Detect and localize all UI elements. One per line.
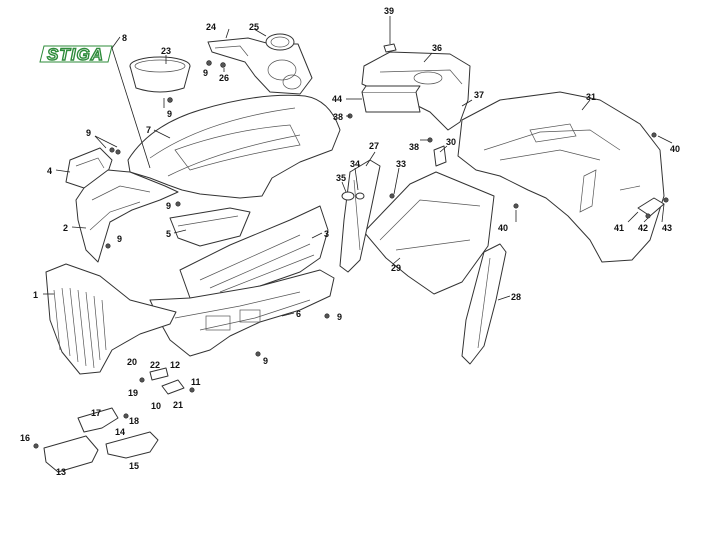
callout-4: 4 [47,166,52,176]
callout-18: 18 [129,416,139,426]
callout-33: 33 [396,159,406,169]
callout-14: 14 [115,427,125,437]
callout-34: 34 [350,159,360,169]
callout-12: 12 [170,360,180,370]
fastener-screws [33,60,669,449]
part-1-front-grille [45,263,177,375]
callout-21: 21 [173,400,183,410]
callout-labels: 1 2 3 4 5 6 7 8 9 9 9 9 9 9 9 10 11 12 1… [20,6,680,477]
callout-5: 5 [166,229,171,239]
callout-10: 10 [151,401,161,411]
callout-27: 27 [369,141,379,151]
callout-31: 31 [586,92,596,102]
callout-37: 37 [474,90,484,100]
part-31-rear-fender [457,91,665,263]
callout-3: 3 [324,229,329,239]
part-13-lower-cover [43,435,99,473]
callout-7: 7 [146,125,151,135]
part-15-bracket [105,431,159,459]
callout-26: 26 [219,73,229,83]
callout-9-b: 9 [167,109,172,119]
part-23-cup [129,56,191,93]
brand-logo: STIGA [39,44,113,65]
callout-29: 29 [391,263,401,273]
callout-9-a: 9 [86,128,91,138]
callout-17: 17 [91,408,101,418]
part-44-box [361,85,421,113]
callout-28: 28 [511,292,521,302]
part-34-grommet [355,192,365,200]
callout-9-d: 9 [166,201,171,211]
part-2-side-panel [75,169,179,263]
callout-30: 30 [446,137,456,147]
callout-38-b: 38 [409,142,419,152]
part-39-clip [383,43,397,53]
part-30-latch [433,145,447,167]
part-29-seat-pan [363,171,495,295]
part-14-bracket [77,407,119,433]
callout-19: 19 [128,388,138,398]
callout-8: 8 [122,33,127,43]
callout-11: 11 [191,377,201,387]
callout-25: 25 [249,22,259,32]
callout-40-a: 40 [670,144,680,154]
callout-9-c: 9 [203,68,208,78]
callout-9-e: 9 [117,234,122,244]
callout-6: 6 [296,309,301,319]
callout-23: 23 [161,46,171,56]
part-28-side-rail [461,243,507,365]
leader-lines [43,16,673,317]
callout-9-f: 9 [337,312,342,322]
part-6-lower-frame [149,269,335,357]
callout-39: 39 [384,6,394,16]
callout-38-a: 38 [333,112,343,122]
part-25-ring [265,33,295,51]
callout-2: 2 [63,223,68,233]
part-12-clip [149,367,169,381]
callout-9-g: 9 [263,356,268,366]
callout-20: 20 [127,357,137,367]
callout-16: 16 [20,433,30,443]
callout-42: 42 [638,223,648,233]
part-10-clip [161,379,185,395]
callout-41: 41 [614,223,624,233]
callout-24: 24 [206,22,216,32]
callout-15: 15 [129,461,139,471]
brand-logo-text: STIGA [47,45,104,64]
callout-22: 22 [150,360,160,370]
part-7-hood [127,94,341,199]
callout-44: 44 [332,94,342,104]
part-35-grommet [341,191,355,201]
callout-1: 1 [33,290,38,300]
callout-40-b: 40 [498,223,508,233]
part-5-strip [169,207,251,247]
callout-43: 43 [662,223,672,233]
part-27-side-rail [339,159,381,273]
callout-35: 35 [336,173,346,183]
callout-36: 36 [432,43,442,53]
callout-13: 13 [56,467,66,477]
